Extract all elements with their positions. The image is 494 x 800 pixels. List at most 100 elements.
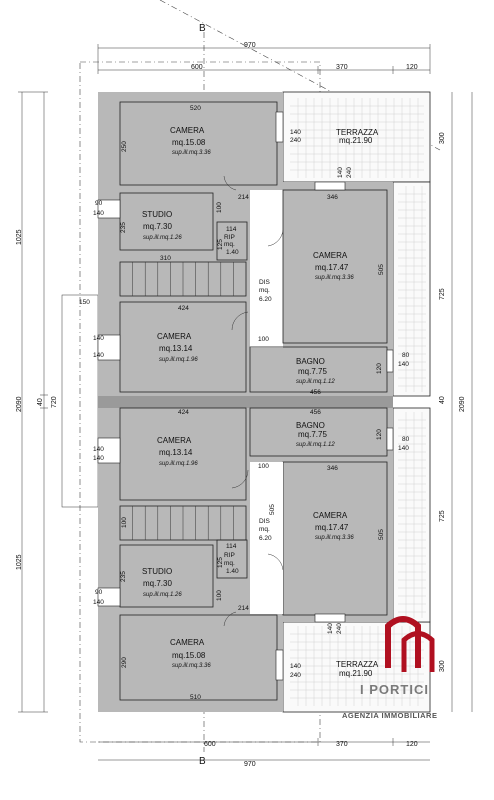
svg-text:80: 80 bbox=[402, 352, 410, 359]
svg-text:100: 100 bbox=[258, 463, 269, 470]
room-terrazza-top-area: mq.21.90 bbox=[339, 136, 373, 145]
left-dimensions: 1025 2090 1025 40 720 bbox=[16, 91, 58, 713]
svg-text:250: 250 bbox=[121, 141, 128, 152]
room-camera-top-3-name: CAMERA bbox=[157, 332, 192, 341]
dim-right-725-bottom: 725 bbox=[439, 510, 446, 522]
svg-text:125: 125 bbox=[217, 557, 224, 568]
svg-text:125: 125 bbox=[217, 239, 224, 250]
svg-text:140: 140 bbox=[93, 335, 104, 342]
room-camera-top-1-sub: sup.ill.mq.3.36 bbox=[172, 150, 211, 156]
svg-text:424: 424 bbox=[178, 409, 189, 416]
svg-text:290: 290 bbox=[121, 657, 128, 668]
room-camera-bottom-3-area: mq.15.08 bbox=[172, 651, 206, 660]
svg-text:90: 90 bbox=[95, 589, 103, 596]
svg-text:240: 240 bbox=[290, 672, 301, 679]
room-rip-bottom-name: RIP bbox=[224, 552, 235, 559]
svg-text:240: 240 bbox=[290, 137, 301, 144]
room-camera-top-1-area: mq.15.08 bbox=[172, 138, 206, 147]
svg-text:456: 456 bbox=[310, 409, 321, 416]
section-label-bottom: B bbox=[199, 756, 206, 767]
svg-text:424: 424 bbox=[178, 305, 189, 312]
svg-text:140: 140 bbox=[93, 446, 104, 453]
bottom-unit bbox=[119, 407, 388, 701]
right-dimensions: 300 725 40 725 300 2090 bbox=[439, 92, 473, 712]
room-dis-top-name: DIS bbox=[259, 279, 271, 286]
svg-text:140: 140 bbox=[398, 361, 409, 368]
room-studio-bottom-name: STUDIO bbox=[142, 567, 172, 576]
svg-text:120: 120 bbox=[376, 363, 383, 374]
svg-text:456: 456 bbox=[310, 389, 321, 396]
svg-text:235: 235 bbox=[120, 222, 127, 233]
svg-text:140: 140 bbox=[398, 445, 409, 452]
svg-text:114: 114 bbox=[226, 226, 237, 233]
dim-height-half-bottom: 1025 bbox=[16, 554, 23, 570]
room-camera-bottom-2-sub: sup.ill.mq.3.36 bbox=[315, 535, 354, 541]
dim-total-width-top: 970 bbox=[244, 42, 256, 49]
svg-text:140: 140 bbox=[327, 623, 334, 634]
dim-height-720: 720 bbox=[51, 396, 58, 408]
svg-text:140: 140 bbox=[290, 129, 301, 136]
outer-envelope bbox=[79, 61, 321, 743]
room-rip-top-area: mq. bbox=[224, 241, 235, 248]
svg-text:240: 240 bbox=[336, 623, 343, 634]
room-bagno-top-area: mq.7.75 bbox=[298, 367, 327, 376]
svg-text:240: 240 bbox=[346, 167, 353, 178]
dim-height-half-top: 1025 bbox=[16, 229, 23, 245]
room-bagno-bottom-area: mq.7.75 bbox=[298, 430, 327, 439]
room-dis-top-area: mq. bbox=[259, 287, 270, 294]
svg-text:100: 100 bbox=[216, 590, 223, 601]
svg-text:505: 505 bbox=[378, 529, 385, 540]
room-rip-top-name: RIP bbox=[224, 234, 235, 241]
room-camera-bottom-1-area: mq.13.14 bbox=[159, 448, 193, 457]
room-dis-bottom-area2: 6.20 bbox=[259, 535, 272, 542]
room-terrazza-bottom-area: mq.21.90 bbox=[339, 669, 373, 678]
room-camera-bottom-2-area: mq.17.47 bbox=[315, 523, 349, 532]
dim-left-width-bottom: 600 bbox=[204, 741, 216, 748]
room-camera-bottom-1-sub: sup.ill.mq.1.96 bbox=[159, 461, 198, 467]
svg-text:120: 120 bbox=[376, 429, 383, 440]
svg-text:140: 140 bbox=[93, 352, 104, 359]
svg-text:505: 505 bbox=[378, 264, 385, 275]
room-studio-bottom-area: mq.7.30 bbox=[143, 579, 172, 588]
terrace-top bbox=[282, 91, 431, 397]
windows bbox=[97, 111, 394, 681]
room-rip-bottom-area2: 1.40 bbox=[226, 568, 239, 575]
room-dis-bottom-name: DIS bbox=[259, 518, 271, 525]
svg-text:150: 150 bbox=[79, 299, 90, 306]
room-dis-bottom-area: mq. bbox=[259, 526, 270, 533]
room-camera-top-2-area: mq.17.47 bbox=[315, 263, 349, 272]
room-camera-top-3-area: mq.13.14 bbox=[159, 344, 193, 353]
section-label-top: B bbox=[199, 23, 206, 34]
svg-text:80: 80 bbox=[402, 436, 410, 443]
svg-text:214: 214 bbox=[238, 194, 249, 201]
svg-text:520: 520 bbox=[190, 105, 201, 112]
svg-text:140: 140 bbox=[93, 599, 104, 606]
room-camera-top-3-sub: sup.ill.mq.1.96 bbox=[159, 357, 198, 363]
room-dis-top-area2: 6.20 bbox=[259, 296, 272, 303]
room-camera-top-1-name: CAMERA bbox=[170, 126, 205, 135]
svg-text:100: 100 bbox=[121, 517, 128, 528]
svg-text:140: 140 bbox=[93, 455, 104, 462]
dim-terrace-width-bottom: 370 bbox=[336, 741, 348, 748]
dim-height-mid-left: 40 bbox=[37, 398, 44, 406]
dim-right-mid: 40 bbox=[439, 396, 446, 404]
room-rip-top-area2: 1.40 bbox=[226, 249, 239, 256]
svg-text:214: 214 bbox=[238, 605, 249, 612]
svg-text:235: 235 bbox=[120, 571, 127, 582]
room-bagno-bottom-sub: sup.ill.mq.1.12 bbox=[296, 442, 335, 448]
room-bagno-top-sub: sup.ill.mq.1.12 bbox=[296, 379, 335, 385]
svg-text:114: 114 bbox=[226, 543, 237, 550]
svg-text:310: 310 bbox=[160, 255, 171, 262]
dim-height-total-right: 2090 bbox=[459, 396, 466, 412]
brand-logo-subtext: AGENZIA IMMOBILIARE bbox=[342, 711, 437, 720]
svg-text:505: 505 bbox=[269, 504, 276, 515]
dim-terrace-width-top: 370 bbox=[336, 64, 348, 71]
svg-text:140: 140 bbox=[290, 663, 301, 670]
svg-text:100: 100 bbox=[216, 202, 223, 213]
room-bagno-bottom-name: BAGNO bbox=[296, 421, 325, 430]
room-rip-bottom-area: mq. bbox=[224, 560, 235, 567]
room-camera-top-2-name: CAMERA bbox=[313, 251, 348, 260]
room-terrazza-top-name: TERRAZZA bbox=[336, 128, 379, 137]
room-camera-bottom-2-name: CAMERA bbox=[313, 511, 348, 520]
